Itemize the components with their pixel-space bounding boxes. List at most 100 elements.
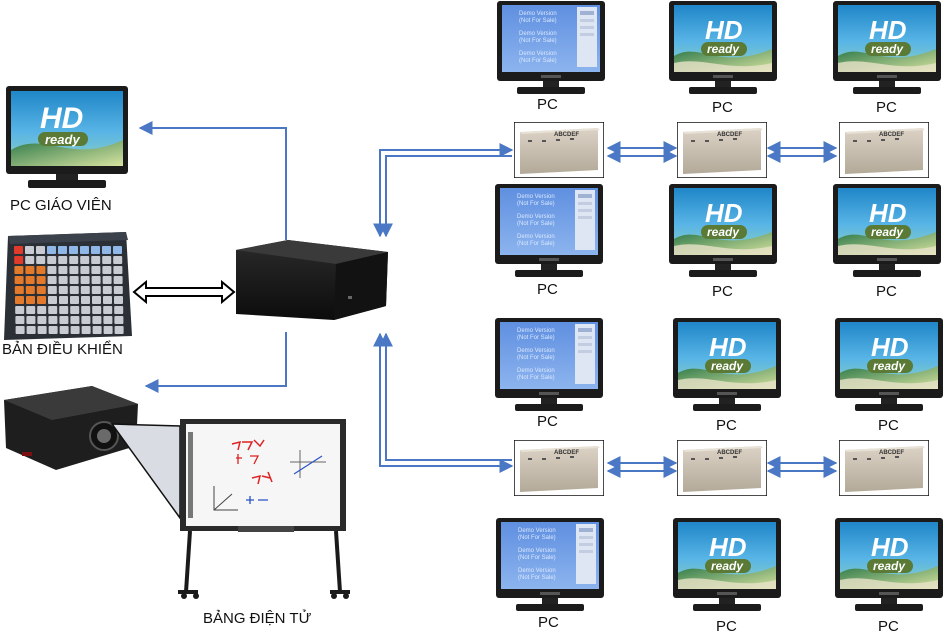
keypad-key bbox=[37, 326, 47, 334]
keypad-key bbox=[113, 276, 123, 284]
keypad-key bbox=[25, 246, 34, 254]
hd-badge: HD bbox=[869, 198, 907, 228]
keypad-key bbox=[59, 326, 69, 334]
teacher-pc-monitor: HD ready bbox=[6, 86, 128, 188]
keypad-key bbox=[14, 266, 24, 274]
keypad-key bbox=[58, 246, 67, 254]
keypad-key bbox=[69, 276, 79, 284]
keypad-key bbox=[58, 276, 68, 284]
keypad-key bbox=[36, 286, 46, 294]
demo-version-text: Demo Version bbox=[519, 31, 557, 37]
demo-version-text: (Not For Sale) bbox=[517, 241, 555, 247]
hd-badge: HD bbox=[871, 532, 909, 562]
pc-label: PC bbox=[537, 281, 558, 298]
pc-label: PC bbox=[712, 99, 733, 116]
arrow-hub-to-bottom-switch-a bbox=[373, 332, 514, 473]
keypad-key bbox=[81, 316, 91, 324]
keypad-key bbox=[114, 296, 123, 304]
keypad-key bbox=[14, 256, 24, 264]
keypad-key bbox=[15, 296, 24, 304]
demo-version-text: Demo Version bbox=[517, 348, 555, 354]
keypad-key bbox=[103, 306, 113, 314]
keypad-key bbox=[102, 256, 112, 264]
pc-label: PC bbox=[876, 283, 897, 300]
keypad-key bbox=[80, 286, 90, 294]
keypad-key bbox=[26, 326, 36, 334]
keypad-key bbox=[113, 246, 122, 254]
keypad-key bbox=[47, 276, 57, 284]
ready-pill bbox=[867, 359, 913, 373]
ready-badge: ready bbox=[707, 42, 740, 56]
keypad-key bbox=[69, 256, 79, 264]
demo-version-text: (Not For Sale) bbox=[518, 575, 556, 581]
ready-pill bbox=[705, 359, 751, 373]
keypad-key bbox=[81, 306, 91, 314]
keypad-key bbox=[69, 266, 79, 274]
ready-badge: ready bbox=[873, 359, 906, 373]
keypad-key bbox=[14, 276, 24, 284]
keypad-key bbox=[48, 316, 58, 324]
switch-brand-text: ABCDEF bbox=[879, 450, 904, 456]
keypad-key bbox=[69, 246, 78, 254]
arrow-hub-to-teacher-pc bbox=[138, 121, 287, 240]
keypad-key bbox=[103, 326, 113, 334]
demo-version-text: (Not For Sale) bbox=[517, 355, 555, 361]
keypad-key bbox=[114, 316, 124, 324]
hd-badge: HD bbox=[871, 332, 909, 362]
keypad-key bbox=[113, 286, 123, 294]
interactive-whiteboard bbox=[178, 419, 350, 599]
keypad-key bbox=[69, 286, 79, 294]
keypad-key bbox=[92, 326, 102, 334]
keypad-key bbox=[48, 326, 58, 334]
demo-version-text: (Not For Sale) bbox=[519, 58, 557, 64]
arrow-hub-to-top-switch-b bbox=[379, 155, 512, 238]
demo-version-text: Demo Version bbox=[517, 328, 555, 334]
control-panel-device bbox=[4, 232, 132, 340]
switch-box bbox=[677, 122, 767, 178]
keypad-key bbox=[92, 306, 102, 314]
pc-label: PC bbox=[537, 413, 558, 430]
keypad-key bbox=[81, 296, 90, 304]
network-switches bbox=[514, 122, 929, 496]
keypad-key bbox=[92, 296, 101, 304]
demo-version-text: Demo Version bbox=[517, 214, 555, 220]
switch-brand-text: ABCDEF bbox=[554, 450, 579, 456]
switch-box bbox=[514, 122, 604, 178]
keypad-key bbox=[80, 256, 90, 264]
switch-box bbox=[839, 440, 929, 496]
ready-badge: ready bbox=[707, 225, 740, 239]
keypad-key bbox=[91, 276, 101, 284]
central-hub bbox=[236, 240, 388, 320]
keypad-key bbox=[25, 256, 35, 264]
keypad-key bbox=[70, 316, 80, 324]
ready-badge: ready bbox=[873, 559, 906, 573]
keypad-key bbox=[37, 296, 46, 304]
keypad-key bbox=[47, 246, 56, 254]
keypad-key bbox=[81, 326, 91, 334]
keypad-key bbox=[91, 286, 101, 294]
keypad-key bbox=[92, 316, 102, 324]
hd-badge: HD bbox=[705, 198, 743, 228]
switch-brand-text: ABCDEF bbox=[717, 132, 742, 138]
keypad-key bbox=[80, 266, 90, 274]
hd-badge: HD bbox=[40, 102, 83, 135]
keypad-key bbox=[36, 276, 46, 284]
ready-pill bbox=[865, 42, 911, 56]
demo-version-text: Demo Version bbox=[517, 368, 555, 374]
keypad-key bbox=[36, 256, 46, 264]
ready-pill bbox=[865, 225, 911, 239]
arrow-control-panel-to-hub bbox=[132, 279, 236, 305]
keypad-key bbox=[70, 296, 79, 304]
hd-badge: HD bbox=[709, 332, 747, 362]
keypad-key bbox=[59, 316, 69, 324]
keypad-key bbox=[59, 296, 68, 304]
pc-monitors bbox=[495, 1, 943, 611]
teacher-pc-label: PC GIÁO VIÊN bbox=[10, 197, 112, 214]
keypad-key bbox=[91, 256, 101, 264]
keypad-key bbox=[25, 286, 35, 294]
keypad-key bbox=[47, 266, 57, 274]
keypad-key bbox=[103, 316, 113, 324]
demo-version-texts: Demo Version(Not For Sale)Demo Version(N… bbox=[517, 11, 557, 581]
